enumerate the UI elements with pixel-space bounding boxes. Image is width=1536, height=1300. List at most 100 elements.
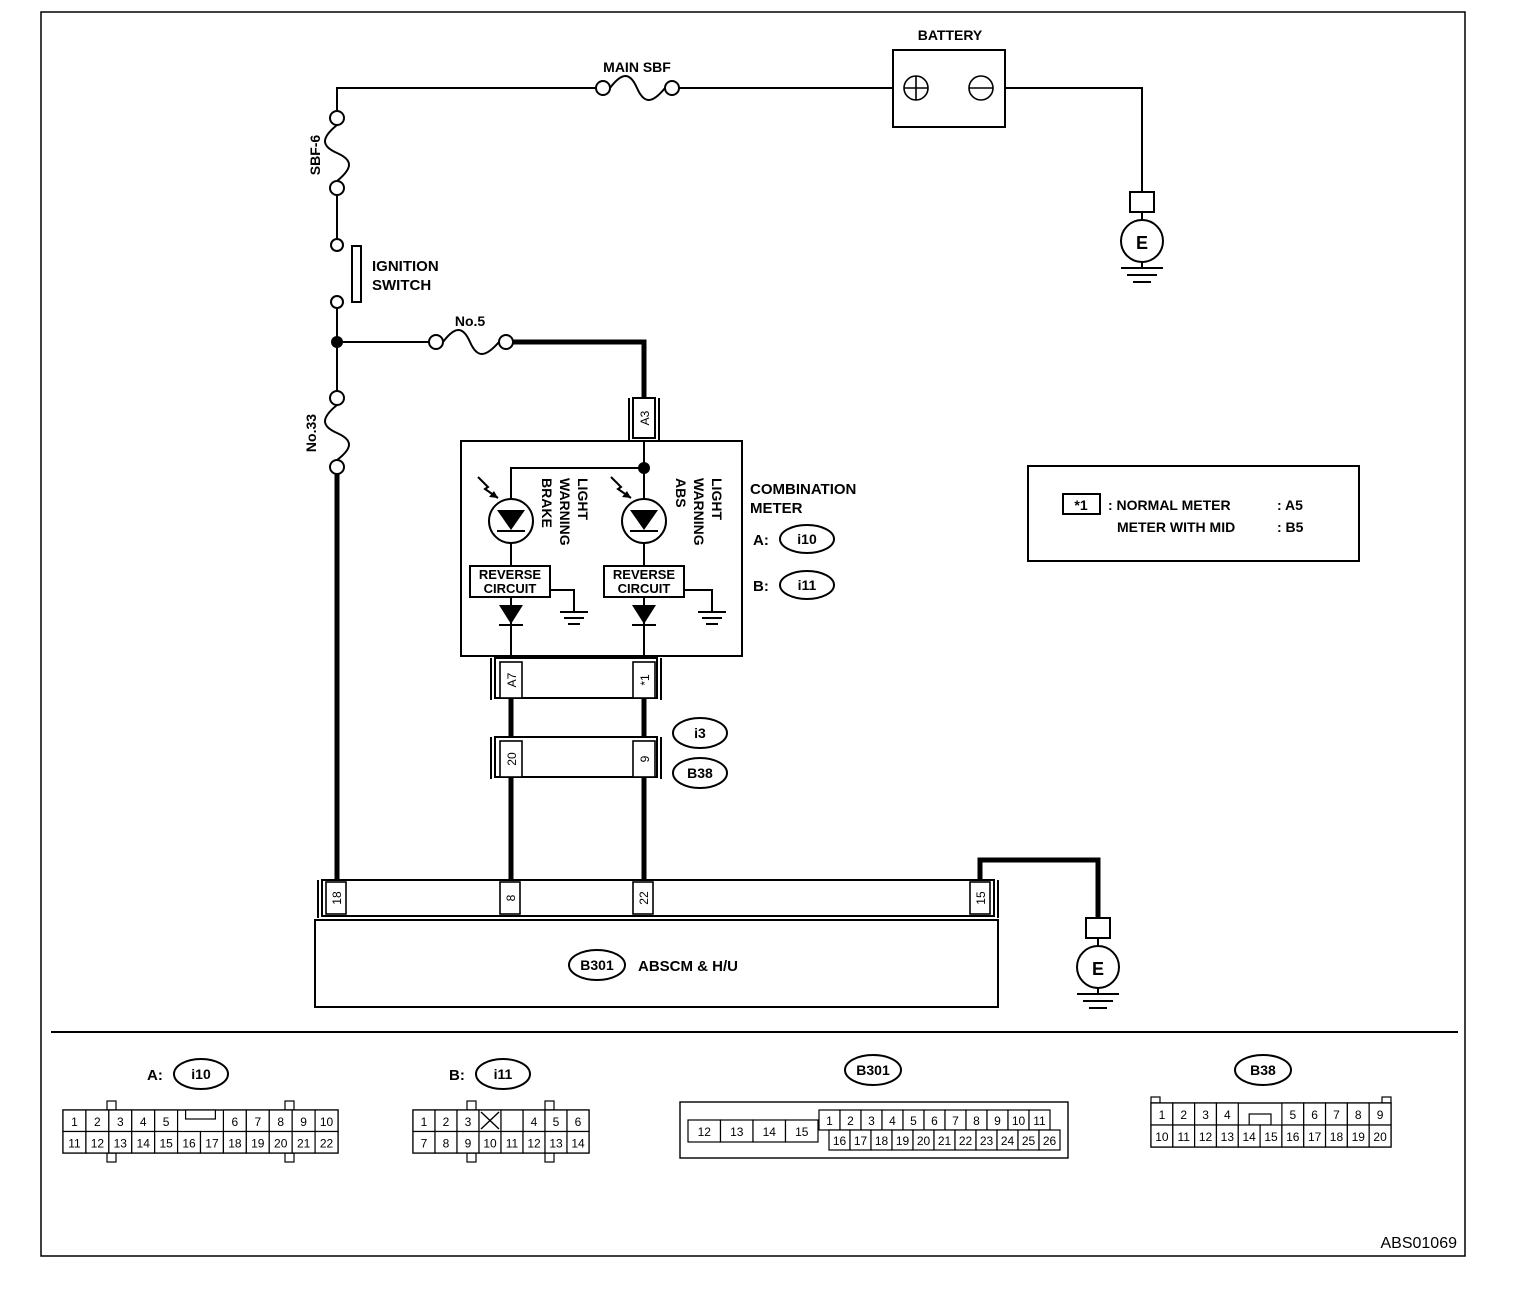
- svg-text:*1: *1: [638, 674, 652, 686]
- pin-number: 9: [465, 1136, 472, 1150]
- pin-cell: [500, 1109, 524, 1133]
- pin-number: 1: [71, 1115, 78, 1129]
- diode-icon: [499, 605, 523, 624]
- abs-warning-light-icon: [610, 476, 667, 544]
- abs-label-2: WARNING: [691, 478, 707, 546]
- svg-text:8: 8: [504, 894, 518, 901]
- fuse-icon: [324, 404, 350, 461]
- pin-number: 8: [973, 1114, 980, 1128]
- pin-number: 2: [847, 1114, 854, 1128]
- svg-text:COMBINATION: COMBINATION: [750, 481, 856, 498]
- svg-text:15: 15: [974, 891, 988, 905]
- pin-number: 9: [300, 1115, 307, 1129]
- reverse-circuit-abs: REVERSE CIRCUIT: [603, 565, 726, 625]
- pin-number: 5: [553, 1115, 560, 1129]
- svg-text:REVERSE: REVERSE: [613, 567, 675, 582]
- connector-badge-i11: [779, 570, 835, 600]
- pin-number: 1: [1159, 1108, 1166, 1122]
- svg-text:i10: i10: [191, 1066, 211, 1082]
- sbf6-label: SBF-6: [307, 135, 323, 176]
- pin-number: 7: [254, 1115, 261, 1129]
- pin-number: 17: [854, 1134, 868, 1148]
- pin-number: 5: [163, 1115, 170, 1129]
- pin-number: 8: [1355, 1108, 1362, 1122]
- pin-number: 16: [182, 1136, 196, 1150]
- pin-number: 19: [1352, 1130, 1366, 1144]
- connector-i3-b38: 20 9: [490, 736, 662, 779]
- svg-text:i11: i11: [494, 1066, 513, 1082]
- pin-number: 20: [1373, 1130, 1387, 1144]
- pin-number: 14: [137, 1136, 151, 1150]
- pin-number: 5: [1289, 1108, 1296, 1122]
- pin-number: 23: [980, 1134, 994, 1148]
- ground-e-top: E: [1120, 191, 1164, 283]
- pin-number: 15: [1264, 1130, 1278, 1144]
- battery-label: BATTERY: [918, 27, 983, 43]
- connector-meter-output: A7 *1: [490, 657, 662, 700]
- pin-number: 8: [277, 1115, 284, 1129]
- svg-text:20: 20: [505, 752, 519, 766]
- svg-text:: A5: : A5: [1277, 497, 1303, 513]
- brake-warning-light-icon: [477, 476, 534, 544]
- svg-text:CIRCUIT: CIRCUIT: [618, 581, 671, 596]
- pin-number: 10: [483, 1136, 497, 1150]
- legend-box: *1 : NORMAL METER : A5 METER WITH MID : …: [1027, 465, 1360, 562]
- pin-number: 22: [959, 1134, 973, 1148]
- pin-number: 20: [274, 1136, 288, 1150]
- svg-text:METER: METER: [750, 500, 803, 517]
- svg-text:A7: A7: [505, 672, 519, 687]
- latch-icon: [1248, 1113, 1272, 1126]
- wire-battery-negative-to-ground: [1005, 87, 1143, 192]
- brake-label-3: LIGHT: [575, 478, 591, 520]
- pin-number: 26: [1043, 1134, 1057, 1148]
- svg-text:9: 9: [638, 755, 652, 762]
- diagram-frame: [40, 11, 1466, 1257]
- part-number: ABS01069: [1380, 1235, 1457, 1252]
- pin-number: 17: [205, 1136, 219, 1150]
- svg-text:B38: B38: [687, 765, 713, 781]
- fuse-no33: No.33: [303, 390, 350, 475]
- svg-text:B38: B38: [1250, 1062, 1276, 1078]
- svg-text:B301: B301: [856, 1062, 890, 1078]
- pin-number: 11: [506, 1136, 519, 1150]
- pin-number: 24: [1001, 1134, 1015, 1148]
- pin-number: 6: [1311, 1108, 1318, 1122]
- fuse-icon: [324, 124, 350, 182]
- pin-cell: [314, 1130, 339, 1154]
- svg-text:18: 18: [330, 891, 344, 905]
- pin-number: 12: [527, 1136, 541, 1150]
- connector-badge-i3: [672, 717, 728, 749]
- svg-text:A:: A:: [147, 1067, 163, 1084]
- svg-text:22: 22: [637, 891, 651, 905]
- pin-number: 1: [826, 1114, 833, 1128]
- pin-number: 16: [1286, 1130, 1300, 1144]
- fuse-no5-label: No.5: [455, 313, 486, 329]
- wire-main-sbf-to-sbf6: [336, 87, 596, 110]
- svg-text:*1: *1: [1074, 497, 1087, 513]
- fuse-icon: [442, 329, 500, 355]
- abscm-label: ABSCM & H/U: [638, 958, 738, 975]
- pin-number: 18: [228, 1136, 242, 1150]
- pin-number: 15: [795, 1125, 809, 1139]
- pin-number: 14: [763, 1125, 777, 1139]
- svg-text:B:: B:: [753, 578, 769, 595]
- wire-pin15-to-ground: [977, 857, 1101, 918]
- pin-number: 22: [320, 1136, 334, 1150]
- svg-text:CIRCUIT: CIRCUIT: [484, 581, 537, 596]
- pin-number: 7: [421, 1136, 428, 1150]
- abs-label-3: LIGHT: [709, 478, 725, 520]
- svg-text:B:: B:: [449, 1067, 465, 1084]
- pin-number: 7: [1333, 1108, 1340, 1122]
- pin-cell: [1368, 1124, 1392, 1148]
- brake-label-1: BRAKE: [539, 478, 555, 528]
- pin-number: 9: [1377, 1108, 1384, 1122]
- main-sbf-label: MAIN SBF: [603, 59, 671, 75]
- pin-number: 5: [910, 1114, 917, 1128]
- pin-number: 2: [1180, 1108, 1187, 1122]
- connector-badge-i10: [779, 524, 835, 554]
- ignition-label-2: SWITCH: [372, 277, 431, 294]
